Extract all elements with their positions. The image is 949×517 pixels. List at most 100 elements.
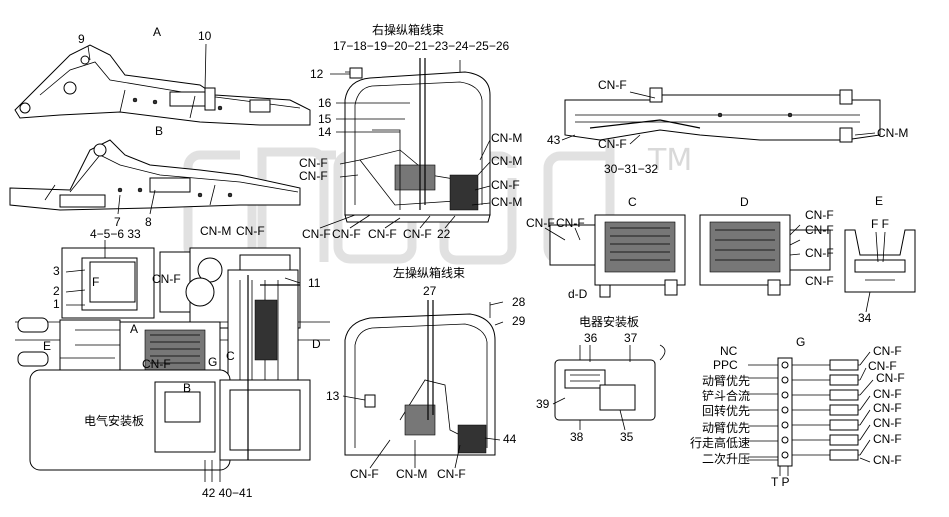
label-9: 9 xyxy=(78,32,85,46)
label-cn-m-cab3: CN-M xyxy=(491,195,522,209)
label-28: 28 xyxy=(512,295,526,309)
label-cn-f-cab3: CN-F xyxy=(491,178,520,192)
label-30-31-32: 30−31−32 xyxy=(604,162,658,176)
leaders-arm xyxy=(561,91,876,145)
boom-part-b xyxy=(9,139,301,211)
label-cn-f-box: CN-F xyxy=(152,272,181,286)
label-g-valve: G xyxy=(796,335,805,349)
label-22: 22 xyxy=(437,227,451,241)
valve-label-boom-priority-1: 动臂优先 xyxy=(702,374,750,388)
electrical-board-right xyxy=(554,344,666,421)
label-12: 12 xyxy=(310,67,324,81)
valve-cn-f-5: CN-F xyxy=(873,401,902,415)
frame-e xyxy=(844,229,916,293)
label-7: 7 xyxy=(114,215,121,229)
valve-cn-f-3: CN-F xyxy=(876,371,905,385)
label-cn-m-arm: CN-M xyxy=(877,126,908,140)
label-g-left: G xyxy=(208,355,217,369)
label-cn-m-cab2: CN-M xyxy=(491,154,522,168)
label-cn-m-left: CN-M xyxy=(200,224,231,238)
valve-cn-f-4: CN-F xyxy=(873,387,902,401)
arm-harness xyxy=(564,87,881,143)
valve-cn-f-1: CN-F xyxy=(873,344,902,358)
label-27: 27 xyxy=(423,284,437,298)
label-d-left: D xyxy=(312,337,321,351)
label-10: 10 xyxy=(198,29,212,43)
label-cn-f-engd3: CN-F xyxy=(805,246,834,260)
label-cn-f-engd1: CN-F xyxy=(805,208,834,222)
valve-label-boom-priority-2: 动臂优先 xyxy=(702,421,750,435)
label-36: 36 xyxy=(584,331,598,345)
label-15: 15 xyxy=(318,112,332,126)
label-b-box: B xyxy=(183,381,191,395)
label-44: 44 xyxy=(503,432,517,446)
label-f-frame: F F xyxy=(871,217,889,231)
engine-c xyxy=(549,214,686,298)
leaders-left-cab xyxy=(342,301,504,469)
valve-cn-f-7: CN-F xyxy=(873,432,902,446)
valve-cn-f-2: CN-F xyxy=(868,359,897,373)
label-c-engine: C xyxy=(628,195,637,209)
label-11: 11 xyxy=(308,276,321,290)
label-43: 43 xyxy=(547,133,561,147)
label-f-box: F xyxy=(92,275,99,289)
label-cn-f-engd4: CN-F xyxy=(805,274,834,288)
valve-label-travel-speed: 行走高低速 xyxy=(690,435,750,450)
label-cn-f-cab5: CN-F xyxy=(332,227,361,241)
label-cn-f-engd2: CN-F xyxy=(805,223,834,237)
label-35: 35 xyxy=(620,430,634,444)
label-cn-f-engc2: CN-F xyxy=(556,216,585,230)
label-13: 13 xyxy=(326,389,340,403)
label-cn-f-engc1: CN-F xyxy=(526,216,555,230)
label-cn-f-cab7: CN-F xyxy=(403,227,432,241)
label-d-engine: D xyxy=(740,195,749,209)
valve-label-power-boost: 二次升压 xyxy=(702,452,750,466)
label-14: 14 xyxy=(318,125,332,139)
leaders-electrical-board xyxy=(552,345,631,431)
label-a-box: A xyxy=(130,322,138,336)
label-3: 3 xyxy=(53,264,60,278)
valve-label-ppc: PPC xyxy=(713,358,738,372)
leader-9-10 xyxy=(87,43,207,91)
machine-top-view xyxy=(15,247,330,482)
label-cn-m-cab1: CN-M xyxy=(491,131,522,145)
left-console-cab xyxy=(344,300,496,456)
label-cn-f-left: CN-F xyxy=(236,224,265,238)
valve-cn-f-6: CN-F xyxy=(873,416,902,430)
valve-label-swing-priority: 回转优先 xyxy=(702,403,750,418)
label-4-5-6-33: 4−5−6 33 xyxy=(90,227,141,241)
label-17-to-26: 17−18−19−20−21−23−24−25−26 xyxy=(333,39,510,53)
label-37: 37 xyxy=(624,331,638,345)
leaders-engines xyxy=(544,224,801,256)
label-cn-f-bottom1: CN-F xyxy=(350,467,379,481)
leaders-left-machine xyxy=(65,240,301,306)
title-electrical-board: 电器安装板 xyxy=(579,314,639,329)
valve-cn-f-8: CN-F xyxy=(873,453,902,467)
label-e-left: E xyxy=(43,339,51,353)
label-cn-f-cab2: CN-F xyxy=(299,169,328,183)
label-e-frame: E xyxy=(875,194,883,208)
leaders-right-cab xyxy=(319,73,491,229)
label-38: 38 xyxy=(570,430,584,444)
label-39: 39 xyxy=(536,397,550,411)
label-cn-f-cab1: CN-F xyxy=(299,156,328,170)
valve-label-bucket-merge: 铲斗合流 xyxy=(702,388,750,403)
label-cn-f-cab4: CN-F xyxy=(302,227,331,241)
leaders-valve-cn xyxy=(859,351,874,463)
label-cn-f-cab6: CN-F xyxy=(368,227,397,241)
engine-d xyxy=(699,214,831,296)
label-1: 1 xyxy=(53,297,60,311)
label-cn-f-arm2: CN-F xyxy=(598,137,627,151)
valve-label-tp: T P xyxy=(771,475,789,489)
label-16: 16 xyxy=(318,96,332,110)
leaders-frame-e xyxy=(865,231,886,313)
label-8: 8 xyxy=(145,215,152,229)
title-right-console-harness: 右操纵箱线束 xyxy=(372,22,444,37)
watermark-tm: TM xyxy=(647,143,692,178)
label-d-d: d-D xyxy=(568,287,588,301)
right-console-cab xyxy=(344,58,491,223)
label-cn-f-bottom2: CN-F xyxy=(437,467,466,481)
valve-block-g xyxy=(748,357,860,476)
